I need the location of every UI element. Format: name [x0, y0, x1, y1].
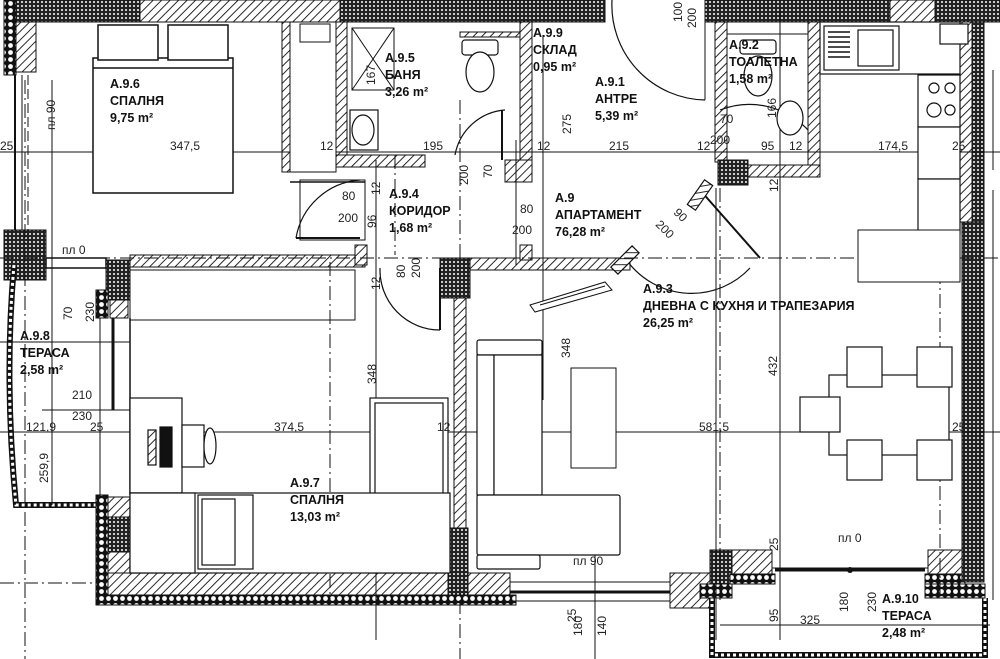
room-label-terrace-left: A.9.8 ТЕРАСА 2,58 m² — [20, 329, 70, 377]
sofa — [476, 339, 621, 570]
dim-label: 12 — [437, 420, 451, 434]
toilet-wc — [739, 39, 804, 136]
sill-level-label: пл 0 — [62, 243, 86, 257]
door-height: 200 — [409, 257, 423, 278]
dim-label: 95 — [761, 139, 775, 153]
doors — [295, 0, 809, 331]
dim-label: 96 — [365, 214, 379, 228]
dim-label: 432 — [766, 355, 780, 376]
door-width: 100 — [671, 1, 685, 22]
door-height: 200 — [512, 223, 533, 237]
exterior-wall-top — [14, 0, 1000, 23]
door-height: 200 — [710, 133, 731, 147]
dim-label: 12 — [767, 178, 781, 192]
room-label-bedroom-1: A.9.6 СПАЛНЯ 9,75 m² — [110, 76, 164, 127]
room-label-living-kitchen-dining: A.9.3 ДНЕВНА С КУХНЯ И ТРАПЕЗАРИЯ 26,25 … — [643, 282, 855, 330]
room-label-bathroom: A.9.5 БАНЯ 3,26 m² — [385, 51, 429, 99]
dim-label: 195 — [423, 139, 444, 153]
door-height: 200 — [685, 7, 699, 28]
dim-label: 140 — [595, 615, 609, 636]
dim-label: 70 — [61, 306, 75, 320]
room-area: 9,75 m² — [110, 111, 154, 125]
door-width: 80 — [520, 202, 534, 216]
dim-label: 25 — [767, 537, 781, 551]
kitchen-counter — [819, 21, 969, 235]
axis-lines — [0, 30, 1000, 659]
dim-label: 25 — [952, 420, 966, 434]
room-label-entrance-hall: A.9.1 АНТРЕ 5,39 m² — [595, 75, 639, 123]
toilet-bathroom — [461, 39, 499, 93]
dim-label: 25 — [952, 139, 966, 153]
wardrobe-bedroom-1 — [289, 21, 337, 173]
door-width: 70 — [481, 164, 495, 178]
dim-label: 210 — [72, 388, 93, 402]
dim-label: 12 — [369, 181, 383, 195]
dim-label: 325 — [800, 613, 821, 627]
dim-label: 180 — [571, 615, 585, 636]
dim-label: 348 — [365, 363, 379, 384]
dim-label: 12 — [537, 139, 551, 153]
tv-unit — [529, 281, 613, 313]
dim-label: 230 — [865, 591, 879, 612]
room-label-wc: A.9.2 ТОАЛЕТНА 1,58 m² — [729, 38, 798, 86]
dim-label: 215 — [609, 139, 630, 153]
double-bed-bedroom-1 — [92, 24, 234, 194]
room-label-bedroom-2: A.9.7 СПАЛНЯ 13,03 m² — [290, 476, 344, 524]
desk-with-chair — [129, 397, 217, 494]
door-height: 200 — [338, 211, 359, 225]
dim-label: 166 — [765, 97, 779, 118]
apartment-label: A.9 АПАРТАМЕНТ 76,28 m² — [555, 191, 642, 239]
dim-label: 180 — [837, 591, 851, 612]
sill-level-label: пл 90 — [573, 554, 604, 568]
room-label-corridor: A.9.4 КОРИДОР 1,68 m² — [389, 187, 451, 235]
dim-label: 95 — [767, 608, 781, 622]
dim-label: 12 — [697, 139, 711, 153]
exterior-wall-bottom — [95, 494, 683, 606]
exterior-wall-right — [959, 21, 994, 600]
dim-label: 174,5 — [878, 139, 909, 153]
dim-label: 12 — [369, 276, 383, 290]
bed-bedroom-2 — [129, 492, 451, 574]
sink-icon — [828, 31, 850, 58]
sill-level-label: пл 0 — [838, 531, 862, 545]
dim-label: 275 — [560, 113, 574, 134]
dim-label: 12 — [320, 139, 334, 153]
room-code: A.9.6 — [110, 77, 140, 91]
dim-label: 581,5 — [699, 420, 730, 434]
dim-label: 347,5 — [170, 139, 201, 153]
terrace-left-outline — [6, 257, 131, 508]
door-width: 70 — [720, 112, 734, 126]
dim-label: 348 — [559, 337, 573, 358]
dim-label: 12 — [789, 139, 803, 153]
room-name: СПАЛНЯ — [110, 94, 164, 108]
kitchen-island — [857, 229, 961, 283]
dim-label: 230 — [83, 301, 97, 322]
terrace-right-outline — [669, 549, 988, 658]
dim-label: 374,5 — [274, 420, 305, 434]
sill-level-label: пл 90 — [44, 99, 58, 130]
door-width: 80 — [342, 189, 356, 203]
coffee-table — [570, 367, 617, 469]
dim-label: 167 — [364, 64, 378, 85]
dim-label: 230 — [72, 409, 93, 423]
dim-label: 25 — [0, 139, 14, 153]
dining-table-with-chairs — [799, 346, 953, 481]
washbasin-bathroom — [349, 109, 379, 151]
door-width: 80 — [394, 264, 408, 278]
door-height: 200 — [457, 164, 471, 185]
dim-label: 259,9 — [37, 452, 51, 483]
dim-label: 121,9 — [26, 420, 57, 434]
radiator-icon — [299, 23, 331, 43]
room-label-storage: A.9.9 СКЛАД 0,95 m² — [533, 26, 577, 74]
shower-tray — [351, 27, 395, 91]
room-label-terrace-right: A.9.10 ТЕРАСА 2,48 m² — [882, 592, 932, 640]
dim-label: 25 — [90, 420, 104, 434]
